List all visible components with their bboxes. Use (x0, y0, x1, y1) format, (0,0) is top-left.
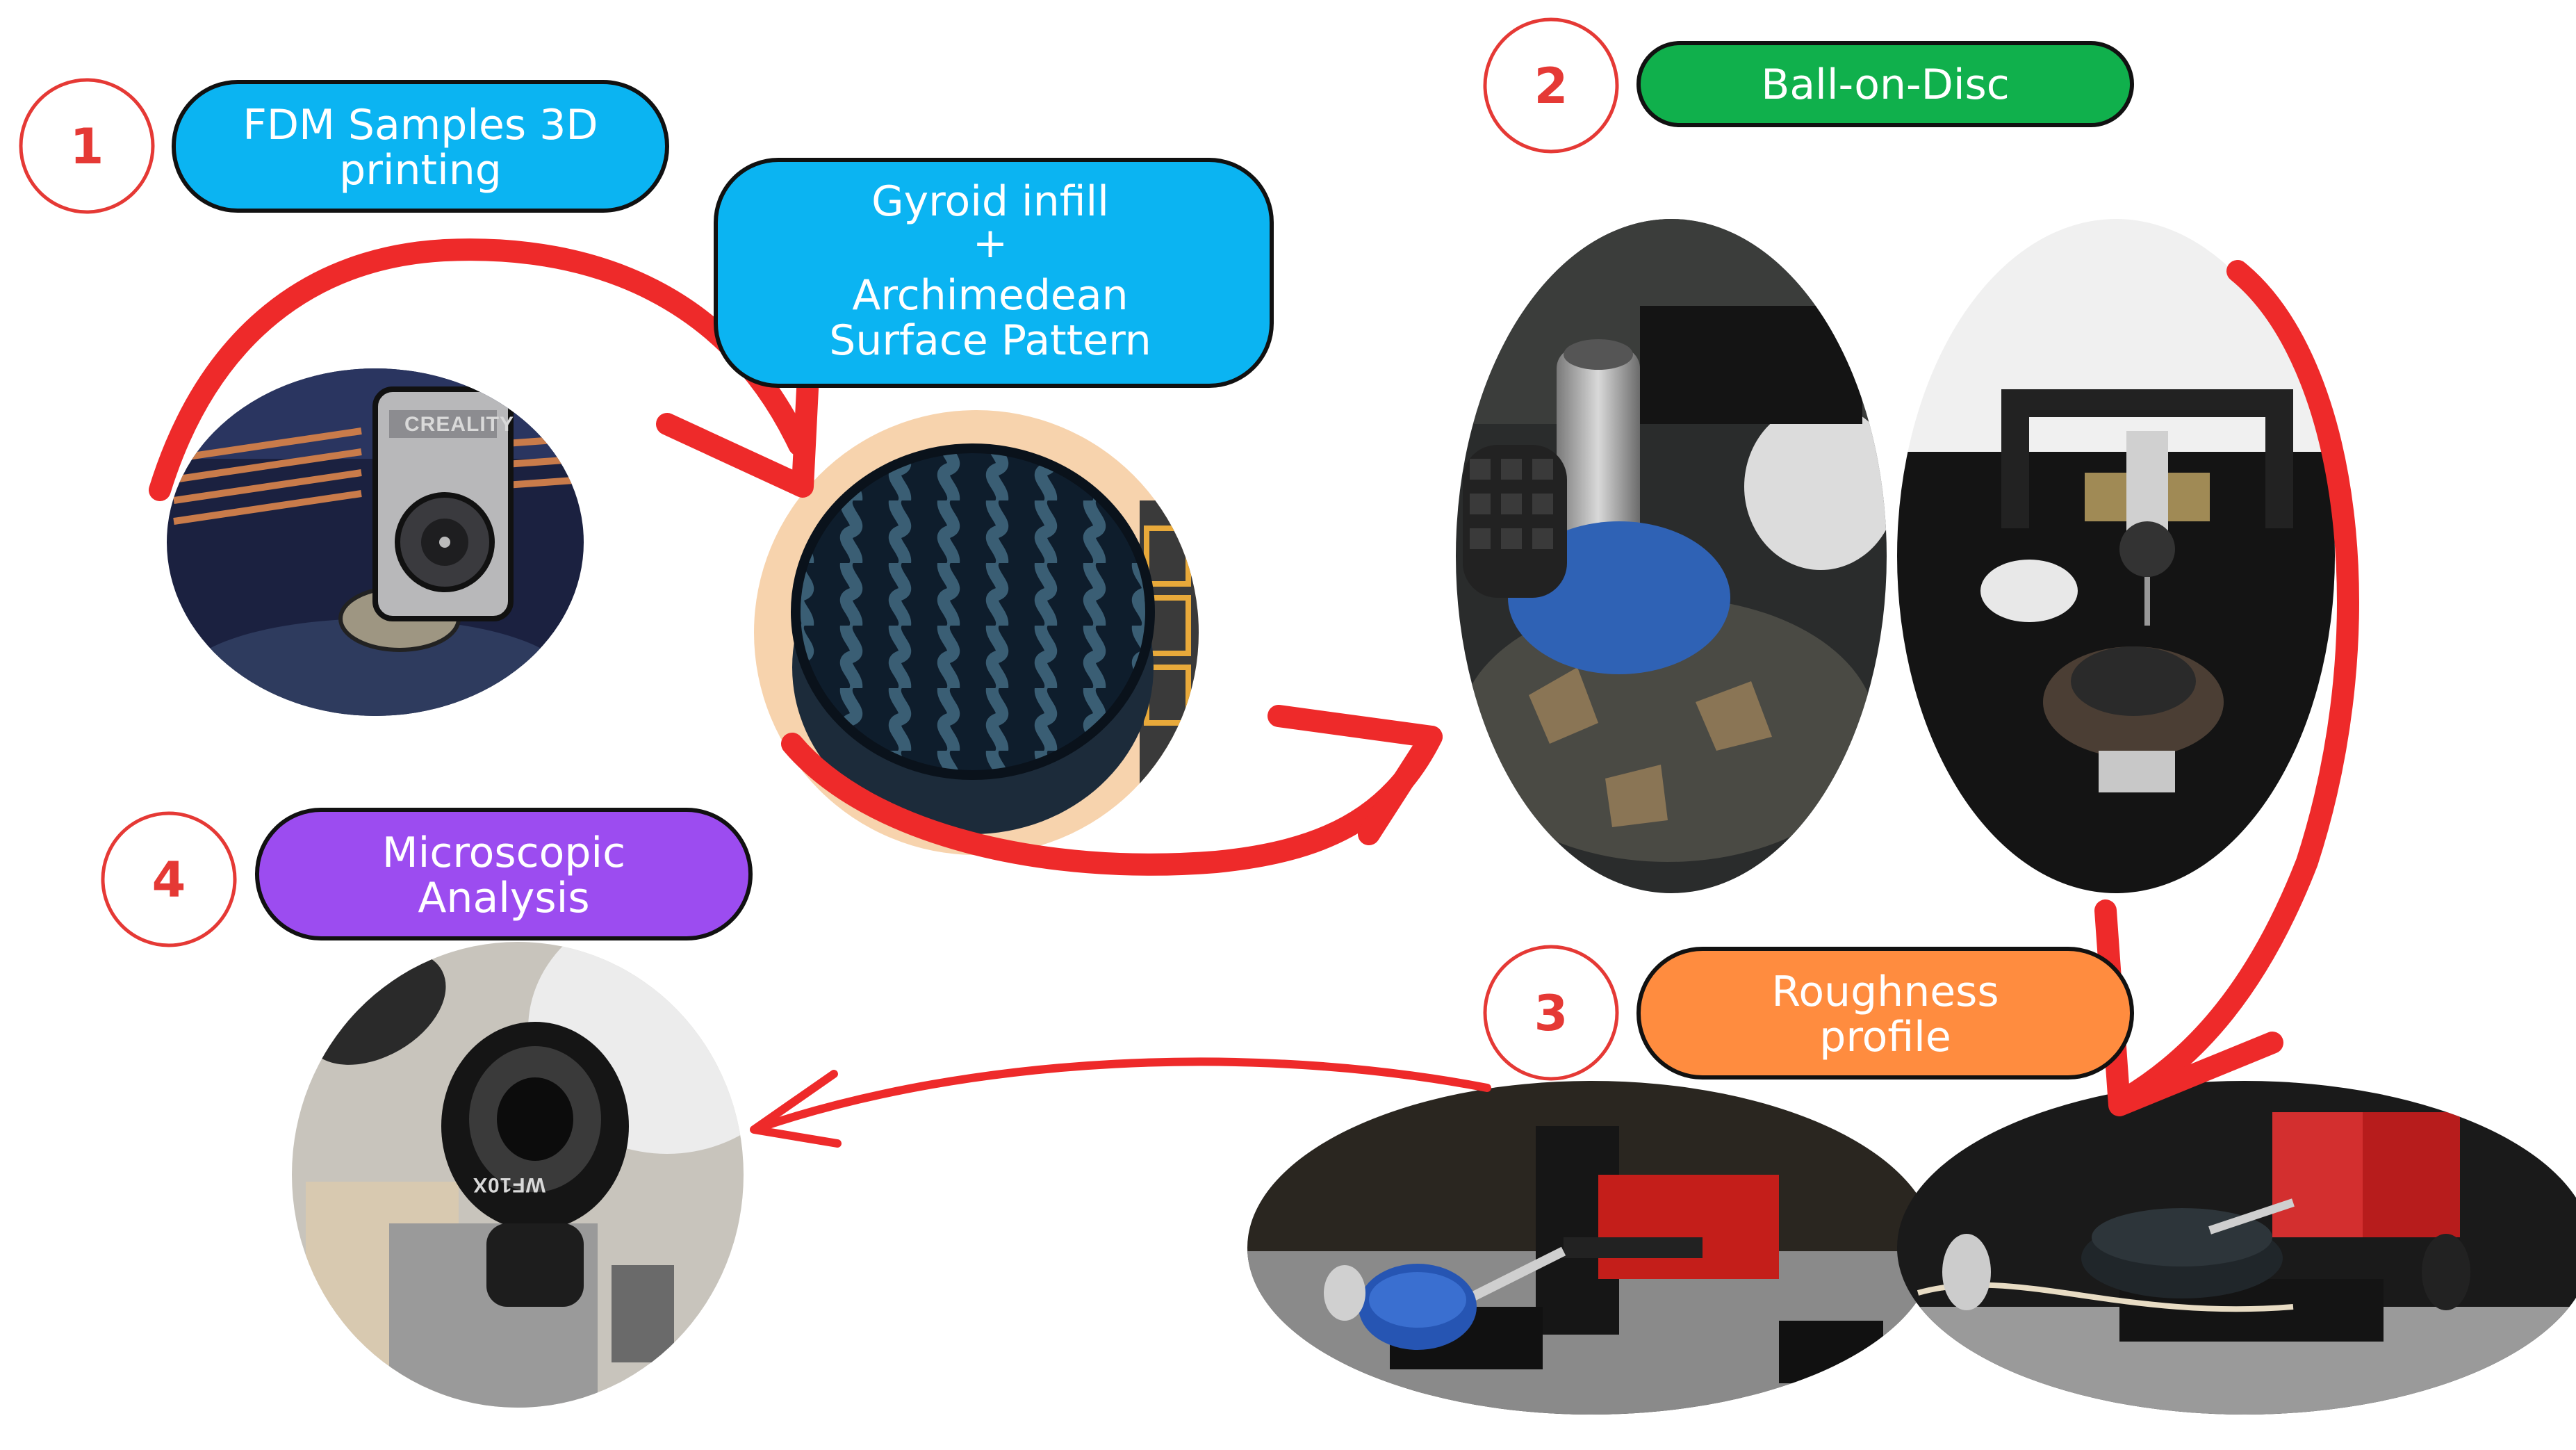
step-1-label-line-1: FDM Samples 3D (243, 101, 598, 149)
infill-label-line-4: Surface Pattern (829, 316, 1151, 365)
step-4-label-pill: Microscopic Analysis (255, 808, 753, 940)
profilometer-photo (1247, 1081, 1935, 1415)
step-1-number: 1 (70, 118, 104, 175)
step-3-label-line-1: Roughness (1771, 968, 1999, 1016)
infill-label-pill: Gyroid infill + Archimedean Surface Patt… (714, 158, 1274, 388)
arrow-roughness-to-microscopic (760, 1057, 1491, 1130)
step-1-number-badge: 1 (19, 78, 155, 214)
step-3-number: 3 (1534, 985, 1568, 1042)
step-3-label-pill: Roughness profile (1636, 947, 2134, 1080)
step-4-number: 4 (152, 852, 186, 909)
eyepiece-marking: WF10X (473, 1173, 545, 1196)
printer-brand-label: CREALITY (404, 413, 514, 436)
tribometer-photo (1456, 219, 1887, 893)
profilometer-overview-photo (1897, 1081, 2576, 1415)
infill-label-line-3: Archimedean (852, 271, 1128, 320)
arrow-infill-to-tribometer-head (1268, 705, 1443, 845)
step-2-label-line-1: Ball-on-Disc (1761, 60, 2010, 109)
step-4-label-line-2: Analysis (418, 874, 589, 922)
gyroid-sample-photo (754, 410, 1199, 855)
infill-label-line-2: + (973, 219, 1008, 268)
arrow-roughness-to-microscopic-head (750, 1070, 842, 1148)
step-2-label-pill: Ball-on-Disc (1636, 41, 2134, 127)
step-2-number-badge: 2 (1483, 17, 1619, 154)
arrow-printing-to-infill-head (656, 336, 821, 498)
step-4-label-line-1: Microscopic (382, 829, 625, 877)
infill-label-line-1: Gyroid infill (871, 177, 1109, 226)
step-1-label-pill: FDM Samples 3D printing (172, 80, 669, 213)
tribometer-overview-photo (1897, 219, 2335, 893)
arrow-tribometer-to-roughness (2115, 260, 2359, 1109)
step-3-number-badge: 3 (1483, 945, 1619, 1081)
step-4-number-badge: 4 (101, 811, 237, 947)
3d-printer-photo: CREALITY (167, 368, 584, 716)
step-3-label-line-2: profile (1819, 1013, 1951, 1061)
step-1-label-line-2: printing (339, 146, 502, 195)
step-2-number: 2 (1534, 58, 1568, 115)
microscope-photo: WF10X (292, 942, 744, 1408)
